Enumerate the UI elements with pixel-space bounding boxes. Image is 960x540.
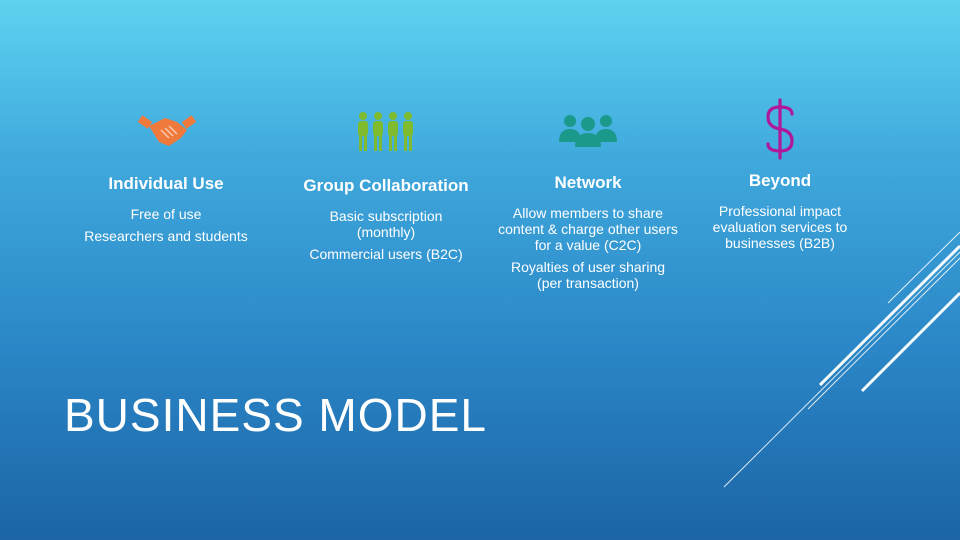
column-text: Professional impact evaluation services … bbox=[712, 203, 848, 251]
column-title: Group Collaboration bbox=[303, 176, 469, 195]
column-text: Basic subscription (monthly) bbox=[329, 208, 443, 240]
column-title: Beyond bbox=[748, 171, 812, 190]
users-network-icon bbox=[558, 112, 618, 153]
column-title: Individual Use bbox=[108, 174, 224, 193]
people-group-icon bbox=[355, 110, 417, 159]
column-group-collaboration: Group Collaboration Basic subscription (… bbox=[286, 176, 486, 262]
handshake-icon bbox=[137, 112, 197, 157]
column-text: Royalties of user sharing (per transacti… bbox=[510, 259, 666, 291]
column-individual-use: Individual Use Free of use Researchers a… bbox=[66, 174, 266, 244]
column-text: Free of use bbox=[130, 206, 202, 222]
column-network: Network Allow members to share content &… bbox=[497, 173, 679, 291]
column-beyond: Beyond Professional impact evaluation se… bbox=[685, 171, 875, 251]
slide-title: BUSINESS MODEL bbox=[64, 389, 487, 441]
column-title: Network bbox=[554, 173, 622, 192]
column-text: Researchers and students bbox=[84, 228, 248, 244]
dollar-sign-icon bbox=[763, 98, 797, 165]
column-text: Commercial users (B2C) bbox=[309, 246, 463, 262]
column-text: Allow members to share content & charge … bbox=[498, 205, 678, 253]
